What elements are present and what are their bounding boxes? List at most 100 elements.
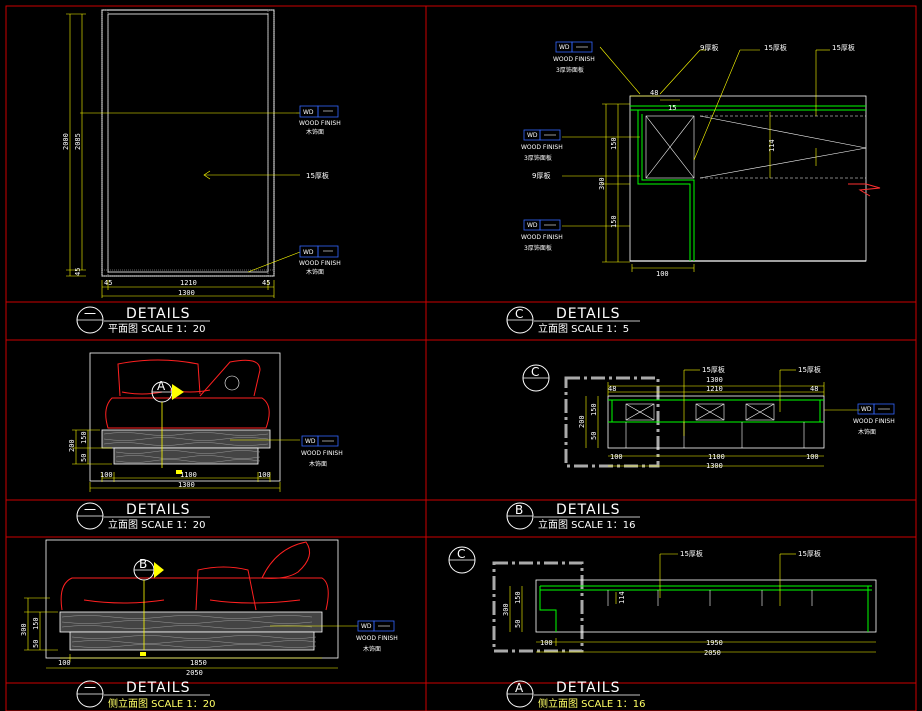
title-badge: 一 bbox=[84, 307, 96, 321]
svg-text:B: B bbox=[139, 557, 147, 571]
front-dim-w2: 1100 bbox=[180, 471, 197, 479]
svg-text:WD: WD bbox=[361, 623, 372, 630]
svg-text:A: A bbox=[157, 379, 166, 393]
elev-a-dim-total: 2050 bbox=[704, 649, 721, 657]
svg-text:WD: WD bbox=[527, 132, 538, 139]
elev-b-label-1: 15厚板 bbox=[702, 365, 725, 374]
plan-dim-h1: 2000 bbox=[62, 133, 70, 150]
section-dim-b: 15 bbox=[668, 104, 676, 112]
elev-a-dim-v3: 50 bbox=[514, 620, 522, 628]
sheet-frame bbox=[5, 5, 917, 711]
title-scale: 立面图 SCALE 1：20 bbox=[108, 518, 206, 531]
plan-dim-h3: 45 bbox=[74, 268, 82, 276]
plan-outer-outline bbox=[101, 9, 275, 277]
section-label-2: 15厚板 bbox=[764, 43, 787, 52]
plan-inner-outline bbox=[107, 13, 269, 273]
elev-a-dim-v1: 300 bbox=[502, 603, 510, 616]
plan-dim-h2: 2085 bbox=[74, 133, 82, 150]
plan-dim-w3: 45 bbox=[262, 279, 270, 287]
plan-dim-total: 1300 bbox=[178, 289, 195, 297]
svg-text:WOOD FINISH: WOOD FINISH bbox=[299, 260, 341, 267]
svg-text:WOOD FINISH: WOOD FINISH bbox=[521, 144, 563, 151]
svg-text:3厚饰面板: 3厚饰面板 bbox=[556, 66, 584, 74]
section-dim-g: 100 bbox=[656, 270, 669, 278]
elev-b-dim-t3: 48 bbox=[810, 385, 818, 393]
title-block-p5: 一 DETAILS 侧立面图 SCALE 1：20 bbox=[76, 680, 216, 710]
elev-b-dim-t1: 48 bbox=[608, 385, 616, 393]
svg-text:木饰面: 木饰面 bbox=[306, 128, 324, 136]
svg-text:木饰面: 木饰面 bbox=[858, 428, 876, 436]
svg-text:WOOD FINISH: WOOD FINISH bbox=[299, 120, 341, 127]
front-dim-w1: 100 bbox=[100, 471, 113, 479]
panel-elevation-b: C bbox=[522, 364, 895, 470]
side-dim-w1: 100 bbox=[58, 659, 71, 667]
title-details: DETAILS bbox=[126, 502, 190, 518]
title-scale: 侧立面图 SCALE 1：20 bbox=[108, 697, 216, 710]
side-dim-total: 2050 bbox=[186, 669, 203, 677]
title-badge: A bbox=[515, 681, 524, 695]
panel-front-elevation: A 150 200 50 100 1100 100 1300 bbox=[68, 352, 343, 492]
section-dim-a: 48 bbox=[650, 89, 658, 97]
panel-plan: 45 1210 45 1300 2000 2085 45 15厚板 WD WOO… bbox=[62, 9, 341, 298]
title-badge: 一 bbox=[84, 681, 96, 695]
side-dim-h1: 300 bbox=[20, 623, 28, 636]
svg-text:WOOD FINISH: WOOD FINISH bbox=[853, 418, 895, 425]
elev-b-dim-b3: 100 bbox=[806, 453, 819, 461]
elev-a-label-1: 15厚板 bbox=[680, 549, 703, 558]
svg-text:WD: WD bbox=[559, 44, 570, 51]
title-details: DETAILS bbox=[126, 306, 190, 322]
title-block-p6: A DETAILS 侧立面图 SCALE 1：16 bbox=[506, 680, 646, 710]
elev-b-dim-v3: 50 bbox=[590, 432, 598, 440]
section-finish-tag-1: WD WOOD FINISH 3厚饰面板 bbox=[553, 41, 595, 74]
elev-b-dim-top: 1300 bbox=[706, 376, 723, 384]
front-dim-w3: 100 bbox=[258, 471, 271, 479]
section-label-3: 15厚板 bbox=[832, 43, 855, 52]
section-finish-tag-3: WD WOOD FINISH 3厚饰面板 bbox=[521, 219, 563, 252]
section-outline bbox=[629, 95, 867, 262]
svg-text:WD: WD bbox=[303, 109, 314, 116]
panel-section-c: 48 15 150 300 150 114 100 9厚板 15厚板 15厚板 … bbox=[521, 41, 881, 278]
section-side-board: 9厚板 bbox=[532, 171, 550, 180]
title-block-p4: B DETAILS 立面图 SCALE 1：16 bbox=[506, 502, 640, 531]
marker-c: C bbox=[457, 547, 465, 561]
section-dim-c: 150 bbox=[610, 137, 618, 150]
svg-text:WOOD FINISH: WOOD FINISH bbox=[301, 450, 343, 457]
section-marker-b: B bbox=[133, 557, 164, 656]
title-scale: 立面图 SCALE 1：16 bbox=[538, 518, 636, 531]
elev-b-dim-v1: 200 bbox=[578, 415, 586, 428]
title-block-p1: 一 DETAILS 平面图 SCALE 1：20 bbox=[76, 306, 210, 335]
elev-b-dim-v2: 150 bbox=[590, 403, 598, 416]
panel-elevation-a: C 15厚板 15厚板 bbox=[448, 546, 877, 657]
svg-text:WD: WD bbox=[305, 438, 316, 445]
side-dim-h2: 150 bbox=[32, 617, 40, 630]
elev-a-label-2: 15厚板 bbox=[798, 549, 821, 558]
svg-text:木饰面: 木饰面 bbox=[309, 460, 327, 468]
elev-a-dim-b2: 1950 bbox=[706, 639, 723, 647]
svg-text:木饰面: 木饰面 bbox=[363, 645, 381, 653]
side-dim-h3: 50 bbox=[32, 640, 40, 648]
plan-board-label: 15厚板 bbox=[306, 171, 329, 180]
svg-text:WD: WD bbox=[303, 249, 314, 256]
elev-b-dim-b2: 1100 bbox=[708, 453, 725, 461]
title-block-p2: C DETAILS 立面图 SCALE 1：5 bbox=[506, 306, 640, 335]
section-dim-e: 150 bbox=[610, 215, 618, 228]
title-scale: 侧立面图 SCALE 1：16 bbox=[538, 697, 646, 710]
title-scale: 平面图 SCALE 1：20 bbox=[108, 323, 206, 335]
section-dim-d: 300 bbox=[598, 177, 606, 190]
elev-b-dim-b1: 100 bbox=[610, 453, 623, 461]
front-dim-h2: 200 bbox=[68, 439, 76, 452]
section-marker-a: A bbox=[151, 379, 184, 474]
elev-b-label-2: 15厚板 bbox=[798, 365, 821, 374]
side-finish-tag: WD WOOD FINISH 木饰面 bbox=[356, 620, 398, 653]
title-badge: B bbox=[515, 503, 523, 517]
elev-b-dim-btotal: 1300 bbox=[706, 462, 723, 470]
side-dim-w2: 1850 bbox=[190, 659, 207, 667]
title-scale: 立面图 SCALE 1：5 bbox=[538, 322, 629, 335]
detail-callout-box bbox=[492, 561, 584, 653]
elev-b-finish-tag: WD WOOD FINISH 木饰面 bbox=[853, 403, 895, 436]
svg-text:WD: WD bbox=[527, 222, 538, 229]
title-details: DETAILS bbox=[556, 502, 620, 518]
cushion-outline bbox=[105, 359, 270, 429]
section-finish-tag-2: WD WOOD FINISH 3厚饰面板 bbox=[521, 129, 563, 162]
